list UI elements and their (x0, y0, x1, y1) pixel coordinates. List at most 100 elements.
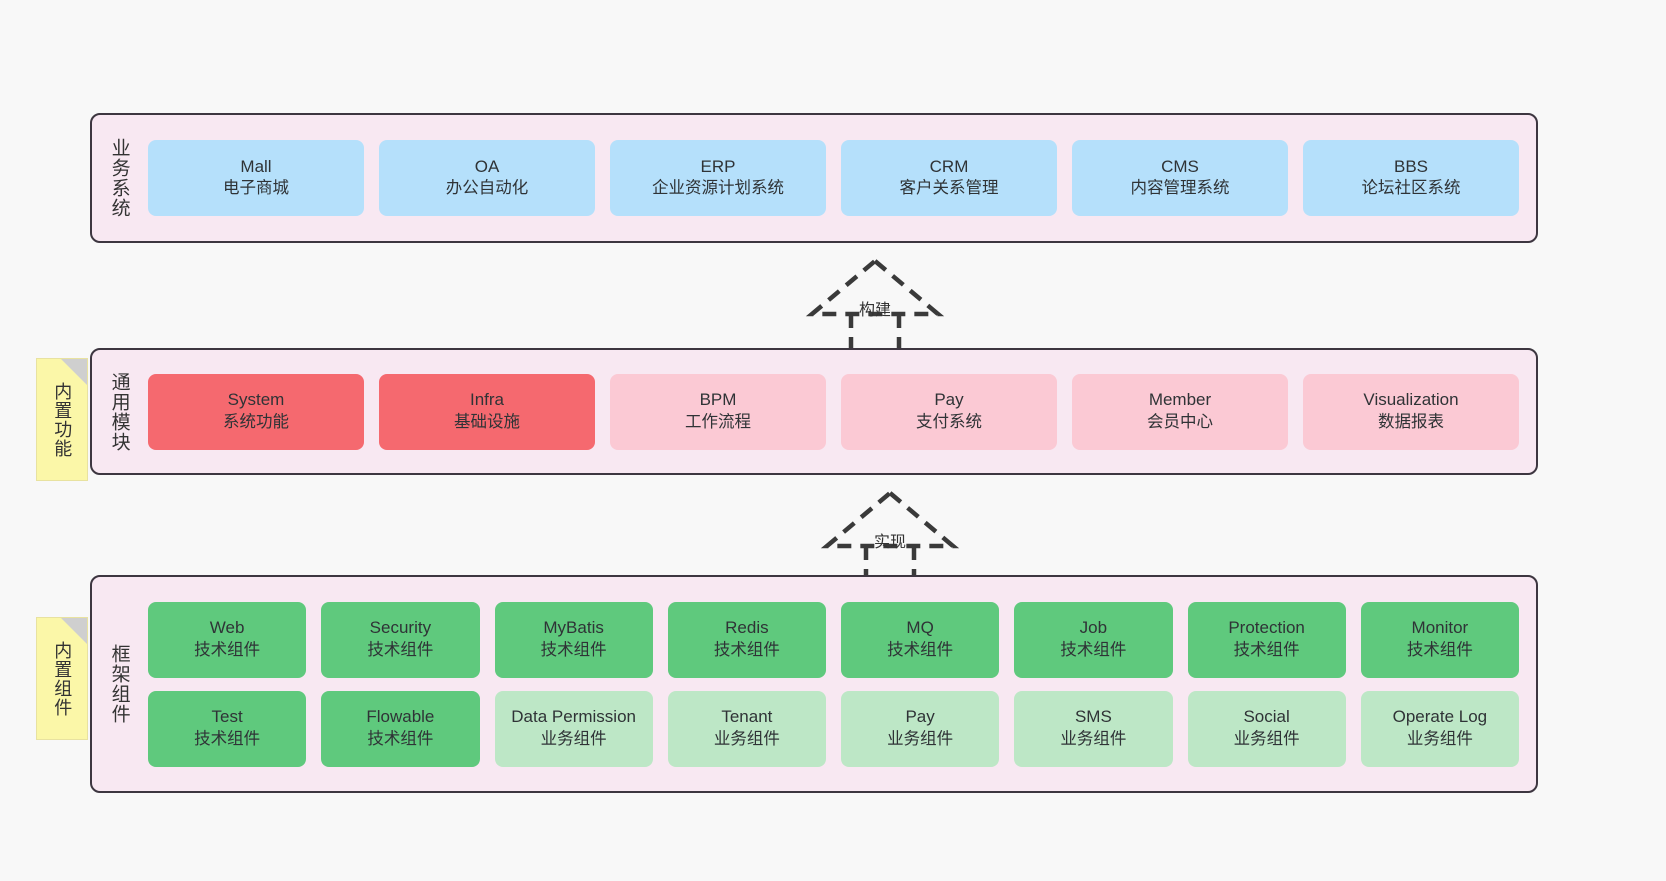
card-bpm[interactable]: BPM 工作流程 (610, 373, 826, 450)
card-mq[interactable]: MQ 技术组件 (841, 601, 1000, 678)
card-subtitle: 技术组件 (540, 640, 607, 659)
card-title: Mall (240, 156, 272, 176)
sticky-note-builtin-component: 内置组件 (36, 617, 88, 740)
card-subtitle: 数据报表 (1378, 412, 1444, 431)
generalization-arrowhead (805, 258, 945, 317)
card-row: Web 技术组件 Security 技术组件 MyBatis 技术组件 Redi… (148, 601, 1519, 678)
card-row: System 系统功能 Infra 基础设施 BPM 工作流程 Pay 支付系统… (148, 373, 1519, 450)
card-web[interactable]: Web 技术组件 (148, 601, 307, 678)
layer-title-common-module: 通用模块 (108, 371, 130, 452)
layer-framework-component: 框架组件 Web 技术组件 Security 技术组件 MyBatis 技术组件… (90, 575, 1538, 793)
card-title: Pay (934, 390, 964, 410)
layer-business-system: 业务系统 Mall 电子商城 OA 办公自动化 ERP 企业资源计划系统 CRM… (90, 113, 1538, 243)
card-job[interactable]: Job 技术组件 (1014, 601, 1173, 678)
card-oa[interactable]: OA 办公自动化 (379, 140, 595, 216)
card-title: BPM (699, 390, 737, 410)
card-tenant[interactable]: Tenant 业务组件 (667, 690, 826, 767)
card-subtitle: 技术组件 (194, 640, 261, 659)
card-member[interactable]: Member 会员中心 (1072, 373, 1288, 450)
card-title: BBS (1393, 156, 1429, 176)
card-subtitle: 技术组件 (713, 640, 780, 659)
layer-title-business-system: 业务系统 (108, 138, 130, 218)
card-subtitle: 基础设施 (454, 412, 520, 431)
card-subtitle: 业务组件 (1233, 729, 1300, 748)
card-social[interactable]: Social 业务组件 (1187, 690, 1346, 767)
connector-label-build: 构建 (858, 302, 892, 319)
card-subtitle: 技术组件 (1060, 640, 1127, 659)
card-grid-common-module: System 系统功能 Infra 基础设施 BPM 工作流程 Pay 支付系统… (136, 350, 1536, 473)
card-flowable[interactable]: Flowable 技术组件 (321, 690, 480, 767)
card-system[interactable]: System 系统功能 (148, 373, 364, 450)
card-title: Operate Log (1392, 707, 1488, 727)
card-subtitle: 企业资源计划系统 (652, 179, 784, 198)
card-row: Test 技术组件 Flowable 技术组件 Data Permission … (148, 690, 1519, 767)
card-title: OA (474, 156, 500, 176)
card-title: CMS (1161, 156, 1199, 176)
card-operate-log[interactable]: Operate Log 业务组件 (1360, 690, 1519, 767)
card-visualization[interactable]: Visualization 数据报表 (1303, 373, 1519, 450)
connector-build: 构建 (795, 258, 955, 359)
card-subtitle: 系统功能 (223, 412, 289, 431)
card-pay-component[interactable]: Pay 业务组件 (841, 690, 1000, 767)
card-title: Redis (725, 618, 769, 638)
card-subtitle: 业务组件 (1406, 729, 1473, 748)
card-protection[interactable]: Protection 技术组件 (1187, 601, 1346, 678)
card-subtitle: 客户关系管理 (899, 179, 999, 198)
card-subtitle: 电子商城 (223, 179, 289, 198)
card-security[interactable]: Security 技术组件 (321, 601, 480, 678)
card-test[interactable]: Test 技术组件 (148, 690, 307, 767)
card-subtitle: 业务组件 (1060, 729, 1127, 748)
card-mybatis[interactable]: MyBatis 技术组件 (494, 601, 653, 678)
card-erp[interactable]: ERP 企业资源计划系统 (610, 140, 826, 216)
card-subtitle: 工作流程 (685, 412, 751, 431)
card-title: Monitor (1411, 618, 1469, 638)
card-title: Protection (1228, 618, 1305, 638)
card-title: Tenant (721, 707, 773, 727)
card-subtitle: 业务组件 (713, 729, 780, 748)
connector-label-implement: 实现 (873, 534, 907, 551)
card-title: ERP (700, 156, 736, 176)
page-fold-icon (61, 618, 87, 644)
card-subtitle: 技术组件 (367, 729, 434, 748)
layer-common-module: 通用模块 System 系统功能 Infra 基础设施 BPM 工作流程 Pay… (90, 348, 1538, 475)
card-title: Job (1079, 618, 1108, 638)
sticky-note-label: 内置组件 (52, 640, 73, 717)
card-title: Test (211, 707, 243, 727)
card-title: MQ (906, 618, 934, 638)
card-title: Web (209, 618, 245, 638)
card-title: Visualization (1363, 390, 1459, 410)
card-subtitle: 业务组件 (540, 729, 607, 748)
card-row: Mall 电子商城 OA 办公自动化 ERP 企业资源计划系统 CRM 客户关系… (148, 140, 1519, 216)
card-subtitle: 技术组件 (194, 729, 261, 748)
card-monitor[interactable]: Monitor 技术组件 (1360, 601, 1519, 678)
card-subtitle: 技术组件 (367, 640, 434, 659)
card-grid-business-system: Mall 电子商城 OA 办公自动化 ERP 企业资源计划系统 CRM 客户关系… (136, 115, 1536, 241)
card-subtitle: 技术组件 (1233, 640, 1300, 659)
card-subtitle: 业务组件 (887, 729, 954, 748)
card-title: Social (1243, 707, 1290, 727)
card-redis[interactable]: Redis 技术组件 (667, 601, 826, 678)
card-bbs[interactable]: BBS 论坛社区系统 (1303, 140, 1519, 216)
card-grid-framework-component: Web 技术组件 Security 技术组件 MyBatis 技术组件 Redi… (136, 577, 1536, 791)
card-title: CRM (929, 156, 969, 176)
generalization-arrowhead (820, 490, 960, 549)
sticky-note-builtin-feature: 内置功能 (36, 358, 88, 481)
card-subtitle: 支付系统 (916, 412, 982, 431)
card-cms[interactable]: CMS 内容管理系统 (1072, 140, 1288, 216)
card-infra[interactable]: Infra 基础设施 (379, 373, 595, 450)
card-title: Member (1148, 390, 1212, 410)
card-mall[interactable]: Mall 电子商城 (148, 140, 364, 216)
card-title: Infra (469, 390, 505, 410)
card-crm[interactable]: CRM 客户关系管理 (841, 140, 1057, 216)
card-subtitle: 论坛社区系统 (1361, 179, 1461, 198)
card-title: Security (369, 618, 432, 638)
card-data-permission[interactable]: Data Permission 业务组件 (494, 690, 653, 767)
card-title: Data Permission (511, 707, 636, 727)
card-title: Pay (905, 707, 935, 727)
card-subtitle: 内容管理系统 (1130, 179, 1230, 198)
card-subtitle: 会员中心 (1147, 412, 1213, 431)
card-sms[interactable]: SMS 业务组件 (1014, 690, 1173, 767)
card-pay-module[interactable]: Pay 支付系统 (841, 373, 1057, 450)
sticky-note-label: 内置功能 (52, 381, 73, 458)
card-title: Flowable (366, 707, 435, 727)
